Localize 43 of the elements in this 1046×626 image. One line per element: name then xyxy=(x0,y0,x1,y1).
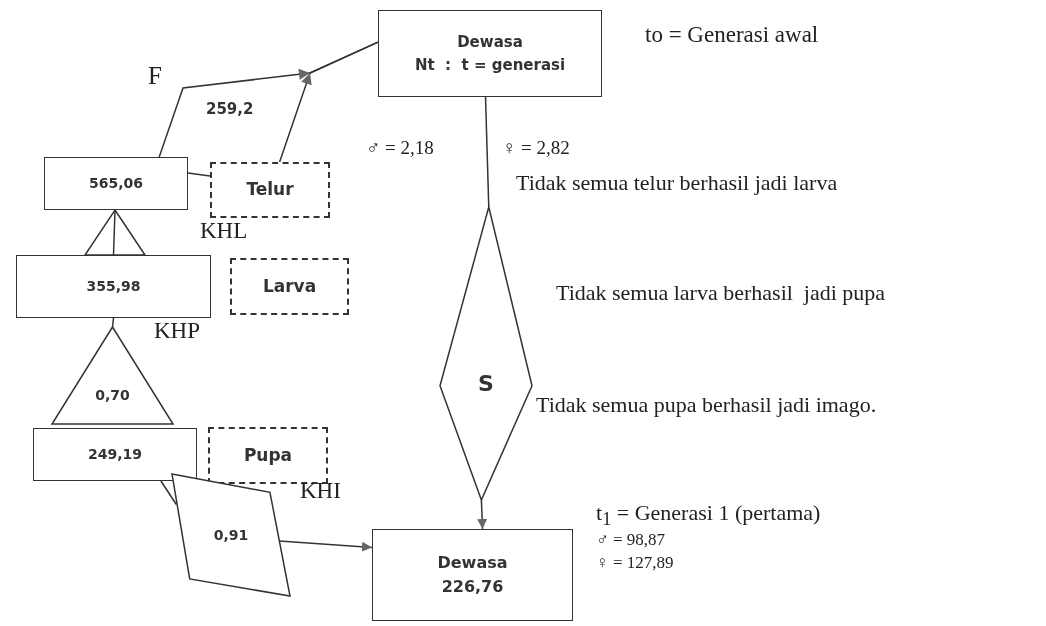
note-text: Tidak semua larva berhasil jadi pupa xyxy=(556,280,886,306)
flow-label: F xyxy=(148,62,162,90)
connector-line xyxy=(160,480,178,506)
connector-line xyxy=(111,317,115,328)
value-label: ♀ = 127,89 xyxy=(596,553,674,573)
stage-box xyxy=(372,529,573,621)
arrow xyxy=(477,499,488,530)
node-text: Dewasa xyxy=(437,552,508,574)
stage-label: KHI xyxy=(300,478,341,504)
value-label: 259,2 xyxy=(206,100,254,118)
node-text: 0,91 xyxy=(213,525,249,545)
node-text: Dewasa xyxy=(457,32,523,53)
connector-line xyxy=(187,172,211,177)
node-text: S xyxy=(478,370,494,398)
value-box xyxy=(33,428,197,481)
node-text: 565,06 xyxy=(89,174,143,193)
value-label: ♂ = 2,18 xyxy=(366,137,434,159)
node-text: Pupa xyxy=(243,443,293,467)
stage-box xyxy=(230,258,349,315)
stage-box xyxy=(378,10,602,97)
triangle-shape xyxy=(85,210,145,255)
connector-line xyxy=(484,96,490,208)
node-text: Larva xyxy=(262,274,317,298)
connector-line xyxy=(112,209,116,256)
node-text: Nt : t = generasi xyxy=(414,54,566,76)
value-label: ♂ = 98,87 xyxy=(596,530,666,550)
node-text: 249,19 xyxy=(88,445,142,464)
value-box xyxy=(44,157,188,210)
value-box xyxy=(16,255,211,318)
node-text: 226,76 xyxy=(441,576,504,598)
note-text: t$_{1}$ = Generasi 1 (pertama) xyxy=(596,500,821,531)
note-text: Tidak semua telur berhasil jadi larva xyxy=(516,170,838,196)
node-text: Telur xyxy=(246,178,294,202)
node-text: 355,98 xyxy=(86,277,141,296)
stage-label: KHL xyxy=(200,218,248,244)
node-text: 0,70 xyxy=(95,386,130,405)
stage-label: KHP xyxy=(154,318,200,344)
survival-diamond xyxy=(440,207,532,500)
stage-box xyxy=(210,162,330,218)
note-text: to = Generasi awal xyxy=(645,22,819,48)
note-text: Tidak semua pupa berhasil jadi imago. xyxy=(536,392,877,418)
value-parallelogram xyxy=(172,474,290,596)
value-label: ♀ = 2,82 xyxy=(502,137,570,159)
